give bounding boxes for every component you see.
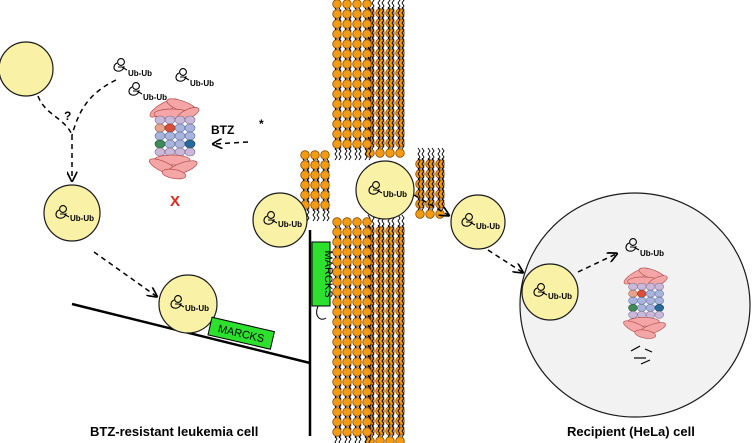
btz-arrow bbox=[214, 142, 249, 144]
empty-vesicle bbox=[0, 41, 54, 97]
lipid-down-326 bbox=[342, 427, 352, 443]
lipid-down-324 bbox=[332, 427, 342, 443]
lipid-down-116 bbox=[352, 139, 362, 161]
vesicle-cargo-3: Ub-Ub bbox=[263, 211, 302, 229]
marcks-vertical-label: MARCKS bbox=[322, 250, 334, 297]
marcks-vertical: MARCKS bbox=[311, 241, 334, 320]
ubiquitin-icon bbox=[128, 82, 143, 96]
proteasome-icon bbox=[147, 95, 202, 181]
internalized-exosome bbox=[521, 263, 579, 321]
lipid-down-152 bbox=[320, 200, 330, 222]
ubiquitin-icon bbox=[175, 68, 190, 82]
btz-label: BTZ bbox=[211, 123, 234, 137]
left-cell-membrane bbox=[71, 302, 311, 365]
free-ubiquitin-2: Ub-Ub bbox=[128, 82, 167, 102]
asterisk-label: * bbox=[259, 117, 264, 131]
arrow-into-recipient bbox=[487, 249, 522, 272]
marcks-horizontal: MARCKS bbox=[207, 316, 276, 350]
arrow-to-membrane-vesicle bbox=[93, 251, 156, 296]
left-cell-caption: BTZ-resistant leukemia cell bbox=[90, 424, 258, 439]
ubiquitin-icon bbox=[113, 58, 128, 72]
path-from-ubiquitin bbox=[71, 79, 117, 136]
ub-ub-label-8: Ub-Ub bbox=[476, 222, 500, 231]
lipid-down-151 bbox=[310, 200, 320, 222]
budding-exosome bbox=[355, 160, 415, 220]
ub-ub-label-4: Ub-Ub bbox=[70, 214, 94, 223]
degraded-peptides bbox=[630, 345, 653, 365]
vesicle-cargo-2: Ub-Ub bbox=[170, 295, 209, 313]
vesicle-cargo-1: Ub-Ub bbox=[55, 205, 94, 223]
question-mark: ? bbox=[64, 109, 71, 123]
membrane-vesicle bbox=[158, 274, 218, 334]
ub-ub-label-9: Ub-Ub bbox=[548, 292, 572, 301]
ub-ub-label-2: Ub-Ub bbox=[143, 93, 167, 102]
inhibited-mark: X bbox=[170, 193, 180, 210]
lipid-down-114 bbox=[342, 139, 352, 161]
lipid-down-328 bbox=[352, 427, 362, 443]
loaded-vesicle-left bbox=[43, 184, 101, 242]
ub-ub-label-10: Ub-Ub bbox=[640, 249, 664, 258]
ub-ub-label-6: Ub-Ub bbox=[278, 220, 302, 229]
lipid-down-112 bbox=[332, 139, 342, 161]
ub-ub-label-5: Ub-Ub bbox=[185, 304, 209, 313]
arrow-release-ubiquitin bbox=[577, 254, 616, 273]
free-ubiquitin-3: Ub-Ub bbox=[175, 68, 214, 88]
vesicle-cargo-4: Ub-Ub bbox=[368, 181, 407, 199]
right-cell-caption: Recipient (HeLa) cell bbox=[567, 424, 695, 439]
ub-ub-label-1: Ub-Ub bbox=[128, 69, 152, 78]
vesicle-cargo-6: Ub-Ub bbox=[533, 283, 572, 301]
free-ubiquitin-recipient: Ub-Ub bbox=[625, 238, 664, 258]
path-from-vesicle bbox=[37, 95, 73, 136]
lipid-bilayer-icon bbox=[300, 0, 445, 443]
inhibited-proteasome bbox=[147, 95, 202, 181]
ub-ub-label-7: Ub-Ub bbox=[383, 190, 407, 199]
budding-vesicle-left bbox=[252, 192, 308, 248]
free-ubiquitin-1: Ub-Ub bbox=[113, 58, 152, 78]
arrow-to-released-exosome bbox=[413, 194, 448, 215]
released-exosome bbox=[450, 194, 506, 250]
ub-ub-label-3: Ub-Ub bbox=[190, 79, 214, 88]
vesicle-cargo-5: Ub-Ub bbox=[461, 213, 500, 231]
